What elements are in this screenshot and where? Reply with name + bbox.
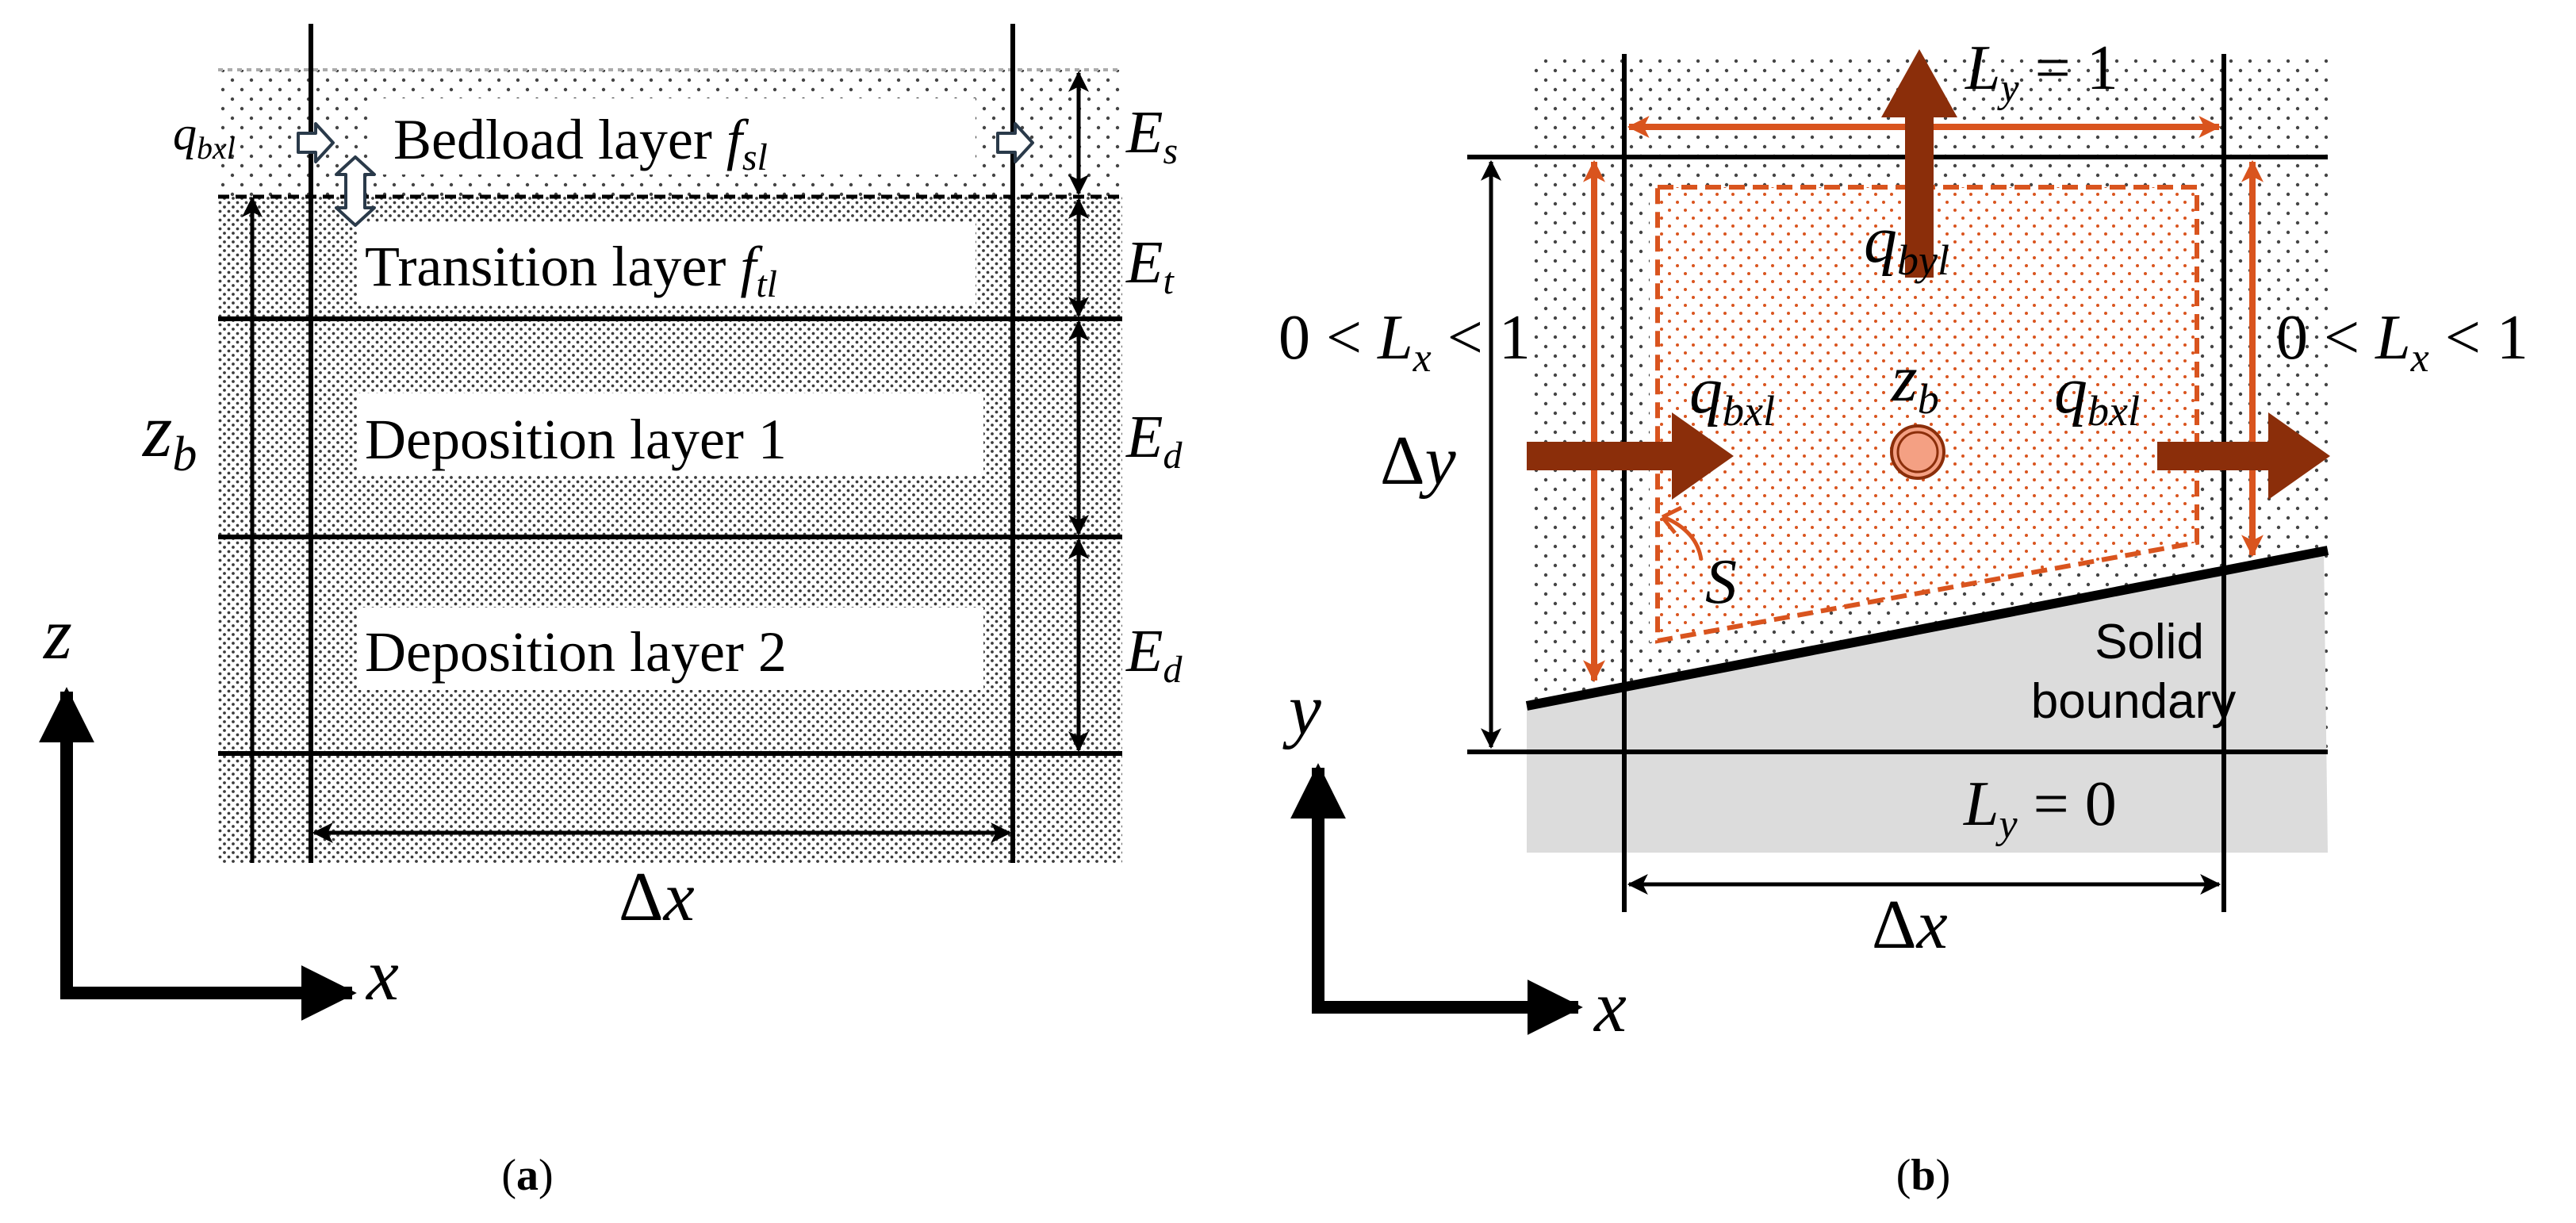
- transition-layer-label: Transition layer ftl: [365, 235, 777, 305]
- panel-b: Ly = 1 qbyl 0 < Lx < 1 0 < Lx < 1 qbxl z…: [1278, 33, 2528, 1200]
- solid-boundary-label-2: boundary: [2031, 674, 2237, 729]
- solid-boundary-line: [1525, 546, 2329, 711]
- caption-a: (a): [501, 1151, 553, 1200]
- area-label: S: [1705, 547, 1737, 617]
- flux-x-right-label: qbxl: [2054, 354, 2140, 435]
- solid-region: [1527, 551, 2328, 853]
- cell-width-label: Δx: [1872, 887, 1948, 964]
- z-axis-label: z: [42, 593, 72, 674]
- flux-out-arrow-icon: [996, 122, 1034, 163]
- bed-elevation-marker: [1890, 424, 1945, 480]
- area-pointer-line: [1663, 515, 1704, 561]
- flux-x-left-label: qbxl: [1689, 354, 1775, 435]
- exchange-arrow-icon: [335, 155, 376, 227]
- caption-b: (b): [1896, 1151, 1950, 1200]
- deposition-layer-2-label: Deposition layer 2: [365, 620, 787, 684]
- deposition1-label-bg: [357, 393, 983, 476]
- bed-elevation-label: zb: [1891, 342, 1939, 423]
- bed-elevation-marker-ring: [1896, 431, 1939, 473]
- cell-width-label: Δx: [619, 859, 695, 936]
- x-axis-label: x: [365, 934, 399, 1015]
- y-axis-label: y: [1282, 669, 1321, 750]
- area-pointer-head-icon: [1661, 505, 1683, 535]
- flux-x-left-arrow-icon: [1527, 412, 1734, 500]
- bed-elevation-label: zb: [141, 388, 197, 481]
- bedload-label-bg: [373, 98, 976, 174]
- deposition1-thickness-label: Ed: [1125, 404, 1183, 477]
- transition-label-bg: [357, 222, 976, 305]
- solid-boundary-label-1: Solid: [2095, 615, 2204, 669]
- right-partial-label: 0 < Lx < 1: [2276, 303, 2528, 381]
- left-partial-label: 0 < Lx < 1: [1278, 303, 1531, 381]
- flux-x-right-arrow-icon: [2157, 412, 2330, 500]
- bottom-closed-label: Ly = 0: [1963, 769, 2117, 847]
- deposition2-label-bg: [357, 608, 983, 690]
- x-axis-label: x: [1593, 966, 1627, 1047]
- panel-a: qbxl Bedload layer fsl Transition layer …: [38, 24, 1183, 1200]
- transition-thickness-label: Et: [1125, 229, 1175, 302]
- flux-y-label: qbyl: [1864, 203, 1949, 284]
- top-open-label: Ly = 1: [1965, 33, 2118, 111]
- flux-y-arrow-icon: [1881, 49, 1957, 278]
- height-label: Δy: [1380, 423, 1457, 500]
- deposition2-thickness-label: Ed: [1125, 618, 1183, 691]
- bedload-flux-label: qbxl: [173, 107, 236, 166]
- deposition-layer-1-label: Deposition layer 1: [365, 408, 787, 471]
- bedload-thickness-label: Es: [1125, 99, 1178, 172]
- control-area-S: [1655, 185, 2199, 644]
- bedload-layer-label: Bedload layer fsl: [393, 108, 768, 178]
- flux-in-arrow-icon: [297, 122, 335, 163]
